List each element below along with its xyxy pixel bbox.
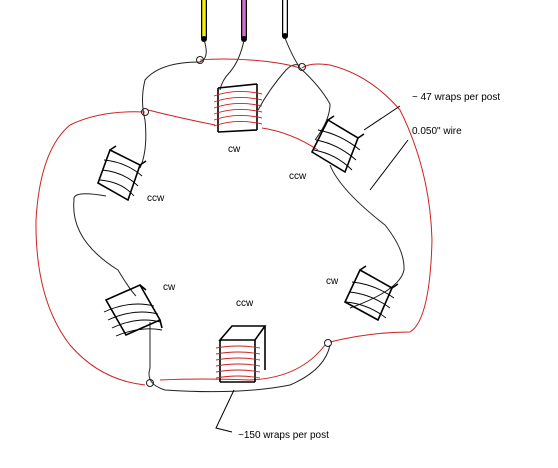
- white-lead-end: [282, 33, 288, 39]
- note-bottom-wraps: ~150 wraps per post: [238, 430, 329, 441]
- input-leads: [201, 0, 288, 42]
- note-wire-gauge: 0.050" wire: [412, 126, 462, 137]
- junction-top-right: [298, 63, 306, 71]
- label-top-coil: cw: [228, 144, 241, 155]
- label-lower-right-coil: cw: [326, 276, 339, 287]
- coil-bottom: [215, 325, 267, 383]
- red-wire-top-coil: [147, 109, 216, 126]
- note-wraps-per-post: ~ 47 wraps per post: [412, 92, 500, 103]
- black-wire-top-coil-exit: [257, 64, 301, 111]
- junction-bottom-left: [146, 379, 154, 387]
- red-wire: [35, 58, 433, 386]
- label-upper-left-coil: ccw: [147, 193, 165, 204]
- junction-bottom-right: [324, 339, 332, 347]
- coil-upper-left: [97, 145, 147, 202]
- magenta-lead-end: [241, 36, 247, 42]
- black-wire-top-link: [219, 39, 245, 91]
- label-lower-left-coil: cw: [163, 282, 176, 293]
- label-bottom-coil: ccw: [236, 298, 254, 309]
- coil-lower-right: [343, 265, 399, 322]
- coil-lower-left: [103, 283, 163, 337]
- junction-top-left: [141, 108, 149, 116]
- yellow-lead-end: [201, 36, 207, 42]
- red-wire-right-coil: [261, 127, 319, 151]
- label-upper-right-coil: ccw: [289, 171, 307, 182]
- coil-upper-right: [310, 115, 365, 174]
- junction-top-center: [196, 56, 204, 64]
- black-wire: [73, 37, 405, 393]
- pointer-wraps-note: [363, 105, 401, 131]
- coil-top: [213, 83, 263, 133]
- pointer-wire-note: [369, 139, 409, 191]
- pointer-bottom-note: [215, 389, 235, 433]
